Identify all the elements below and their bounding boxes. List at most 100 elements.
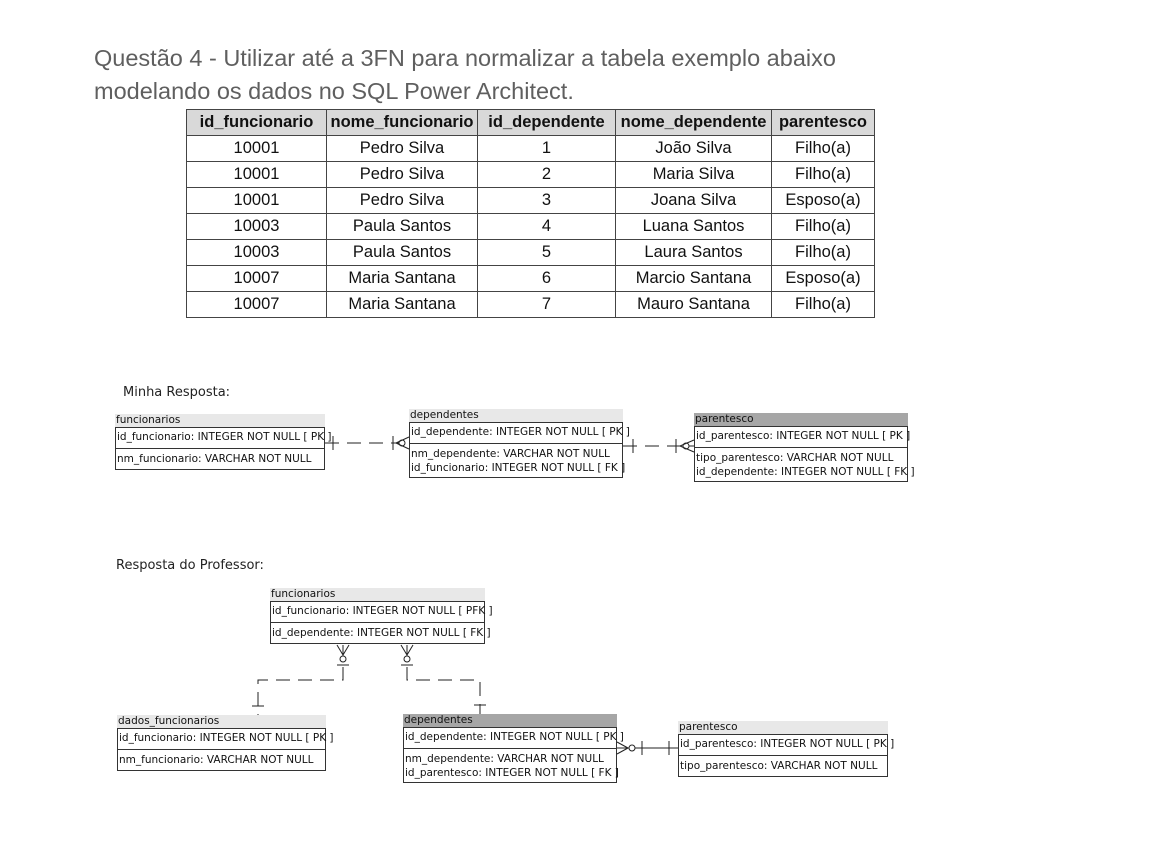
table-cell: Marcio Santana: [615, 265, 772, 292]
table-cell: Esposo(a): [771, 187, 875, 214]
columns: tipo_parentesco: VARCHAR NOT NULL: [679, 756, 887, 776]
relationship-dependentes-parentesco: [623, 439, 695, 453]
entity-name: funcionarios: [270, 588, 485, 601]
pk-column: id_parentesco: INTEGER NOT NULL [ PK ]: [695, 427, 910, 448]
entity-funcionarios-professor: funcionarios id_funcionario: INTEGER NOT…: [270, 588, 493, 644]
column: id_parentesco: INTEGER NOT NULL [ FK ]: [405, 766, 619, 779]
relationship-funcionarios-dependentes: [325, 436, 410, 450]
table-cell: Filho(a): [771, 291, 875, 318]
entity-parentesco: parentesco id_parentesco: INTEGER NOT NU…: [694, 413, 915, 482]
entity-name: dados_funcionarios: [117, 715, 326, 728]
column: nm_funcionario: VARCHAR NOT NULL: [119, 754, 314, 766]
table-cell: Maria Santana: [326, 265, 478, 292]
table-cell: 2: [477, 161, 616, 188]
table-cell: 3: [477, 187, 616, 214]
entity-box: id_funcionario: INTEGER NOT NULL [ PFK ]…: [270, 601, 493, 644]
columns: nm_dependente: VARCHAR NOT NULL id_funci…: [410, 444, 626, 477]
entity-box: id_funcionario: INTEGER NOT NULL [ PK ] …: [117, 728, 334, 771]
entity-box: id_parentesco: INTEGER NOT NULL [ PK ] t…: [678, 734, 894, 777]
entity-box: id_dependente: INTEGER NOT NULL [ PK ] n…: [403, 727, 624, 783]
table-cell: Filho(a): [771, 161, 875, 188]
pk-column: id_funcionario: INTEGER NOT NULL [ PFK ]: [271, 602, 493, 623]
minha-resposta-caption: Minha Resposta:: [123, 385, 231, 400]
table-header-row: id_funcionario nome_funcionario id_depen…: [186, 109, 875, 136]
pk-column: id_dependente: INTEGER NOT NULL [ PK ]: [404, 728, 624, 749]
column: tipo_parentesco: VARCHAR NOT NULL: [680, 760, 878, 772]
relationship-funcionarios-dependentes-professor: [400, 644, 486, 714]
entity-dependentes: dependentes id_dependente: INTEGER NOT N…: [409, 409, 630, 478]
entity-funcionarios: funcionarios id_funcionario: INTEGER NOT…: [115, 414, 332, 470]
entity-name: parentesco: [678, 721, 888, 734]
columns: nm_dependente: VARCHAR NOT NULL id_paren…: [404, 749, 619, 782]
table-cell: Luana Santos: [615, 213, 772, 240]
question-line-1: Questão 4 - Utilizar até a 3FN para norm…: [94, 45, 836, 71]
relationship-funcionarios-dados-funcionarios: [252, 644, 350, 715]
entity-parentesco-professor: parentesco id_parentesco: INTEGER NOT NU…: [678, 721, 894, 777]
columns: nm_funcionario: VARCHAR NOT NULL: [116, 449, 324, 469]
entity-name: dependentes: [409, 409, 623, 422]
question-title: Questão 4 - Utilizar até a 3FN para norm…: [94, 42, 994, 108]
pk-column: id_parentesco: INTEGER NOT NULL [ PK ]: [679, 735, 894, 756]
entity-name: parentesco: [694, 413, 908, 426]
table-cell: 7: [477, 291, 616, 318]
column: id_funcionario: INTEGER NOT NULL [ FK ]: [411, 461, 626, 474]
pk-column: id_funcionario: INTEGER NOT NULL [ PK ]: [118, 729, 334, 750]
table-cell: Paula Santos: [326, 213, 478, 240]
entity-box: id_funcionario: INTEGER NOT NULL [ PK ] …: [115, 427, 332, 470]
table-cell: Esposo(a): [771, 265, 875, 292]
relationship-dependentes-parentesco-professor: [616, 741, 678, 755]
column-header: nome_dependente: [615, 109, 772, 136]
table-cell: 10003: [186, 239, 327, 266]
column: nm_dependente: VARCHAR NOT NULL: [405, 753, 604, 765]
entity-dependentes-professor: dependentes id_dependente: INTEGER NOT N…: [403, 714, 624, 783]
column: tipo_parentesco: VARCHAR NOT NULL: [696, 452, 894, 464]
entity-name: dependentes: [403, 714, 617, 727]
pk-column: id_funcionario: INTEGER NOT NULL [ PK ]: [116, 428, 332, 449]
entity-box: id_dependente: INTEGER NOT NULL [ PK ] n…: [409, 422, 630, 478]
table-cell: Filho(a): [771, 135, 875, 162]
columns: id_dependente: INTEGER NOT NULL [ FK ]: [271, 623, 491, 643]
column: nm_funcionario: VARCHAR NOT NULL: [117, 453, 312, 465]
table-cell: Mauro Santana: [615, 291, 772, 318]
table-cell: 10001: [186, 161, 327, 188]
table-cell: 1: [477, 135, 616, 162]
pk-column: id_dependente: INTEGER NOT NULL [ PK ]: [410, 423, 630, 444]
column-header: id_funcionario: [186, 109, 327, 136]
table-cell: 5: [477, 239, 616, 266]
entity-box: id_parentesco: INTEGER NOT NULL [ PK ] t…: [694, 426, 915, 482]
table-cell: 4: [477, 213, 616, 240]
column: nm_dependente: VARCHAR NOT NULL: [411, 448, 610, 460]
table-cell: Filho(a): [771, 239, 875, 266]
columns: tipo_parentesco: VARCHAR NOT NULL id_dep…: [695, 448, 915, 481]
table-cell: Maria Silva: [615, 161, 772, 188]
table-cell: 10007: [186, 291, 327, 318]
column-header: parentesco: [771, 109, 875, 136]
column: id_dependente: INTEGER NOT NULL [ FK ]: [696, 465, 915, 478]
column: id_dependente: INTEGER NOT NULL [ FK ]: [272, 627, 491, 639]
table-cell: Joana Silva: [615, 187, 772, 214]
table-cell: Paula Santos: [326, 239, 478, 266]
table-cell: João Silva: [615, 135, 772, 162]
entity-dados-funcionarios: dados_funcionarios id_funcionario: INTEG…: [117, 715, 334, 771]
table-cell: Pedro Silva: [326, 161, 478, 188]
table-cell: Laura Santos: [615, 239, 772, 266]
table-cell: 6: [477, 265, 616, 292]
column-header: nome_funcionario: [326, 109, 478, 136]
example-table: id_funcionario nome_funcionario id_depen…: [186, 109, 875, 318]
entity-name: funcionarios: [115, 414, 325, 427]
column-header: id_dependente: [477, 109, 616, 136]
table-cell: Pedro Silva: [326, 187, 478, 214]
table-cell: 10001: [186, 135, 327, 162]
table-cell: Pedro Silva: [326, 135, 478, 162]
columns: nm_funcionario: VARCHAR NOT NULL: [118, 750, 325, 770]
table-cell: Maria Santana: [326, 291, 478, 318]
resposta-professor-caption: Resposta do Professor:: [116, 558, 264, 573]
